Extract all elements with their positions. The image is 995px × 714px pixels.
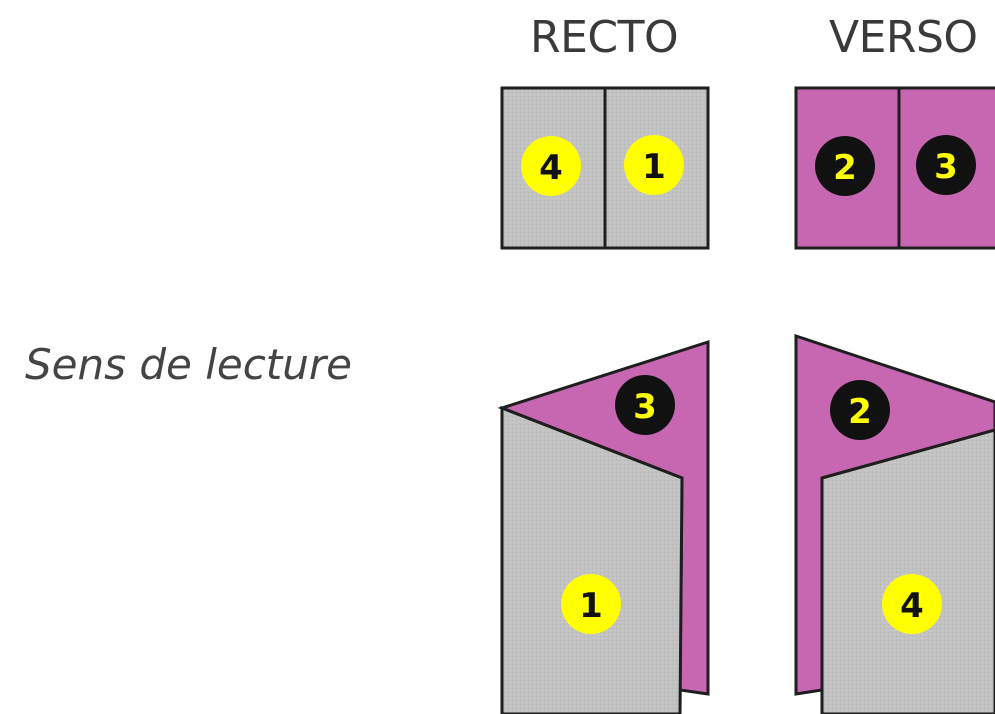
folded-right-flap-number: 2 (848, 392, 872, 432)
folded-right-front-number: 4 (900, 586, 924, 626)
verso-sheet: 2 3 (794, 86, 995, 250)
verso-left-badge: 2 (815, 136, 875, 196)
folded-left-front (500, 405, 684, 714)
folded-left-front-badge: 1 (561, 574, 621, 634)
recto-right-badge: 1 (624, 135, 684, 195)
folded-left: 3 1 (497, 339, 710, 714)
verso-left-number: 2 (833, 148, 857, 188)
reading-direction-caption: Sens de lecture (25, 340, 352, 389)
recto-right-number: 1 (642, 147, 666, 187)
folded-right: 2 4 (794, 333, 995, 714)
folded-right-flap-badge: 2 (830, 380, 890, 440)
recto-left-number: 4 (539, 148, 563, 188)
folded-left-front-number: 1 (579, 586, 603, 626)
verso-right-badge: 3 (916, 135, 976, 195)
recto-title: RECTO (530, 12, 679, 63)
folded-left-flap-number: 3 (633, 387, 657, 427)
folded-right-front (820, 428, 995, 714)
folded-right-front-badge: 4 (882, 574, 942, 634)
recto-sheet: 4 1 (500, 86, 710, 250)
verso-title: VERSO (829, 12, 978, 63)
recto-left-badge: 4 (521, 136, 581, 196)
verso-right-number: 3 (934, 147, 958, 187)
folded-left-flap-badge: 3 (615, 375, 675, 435)
